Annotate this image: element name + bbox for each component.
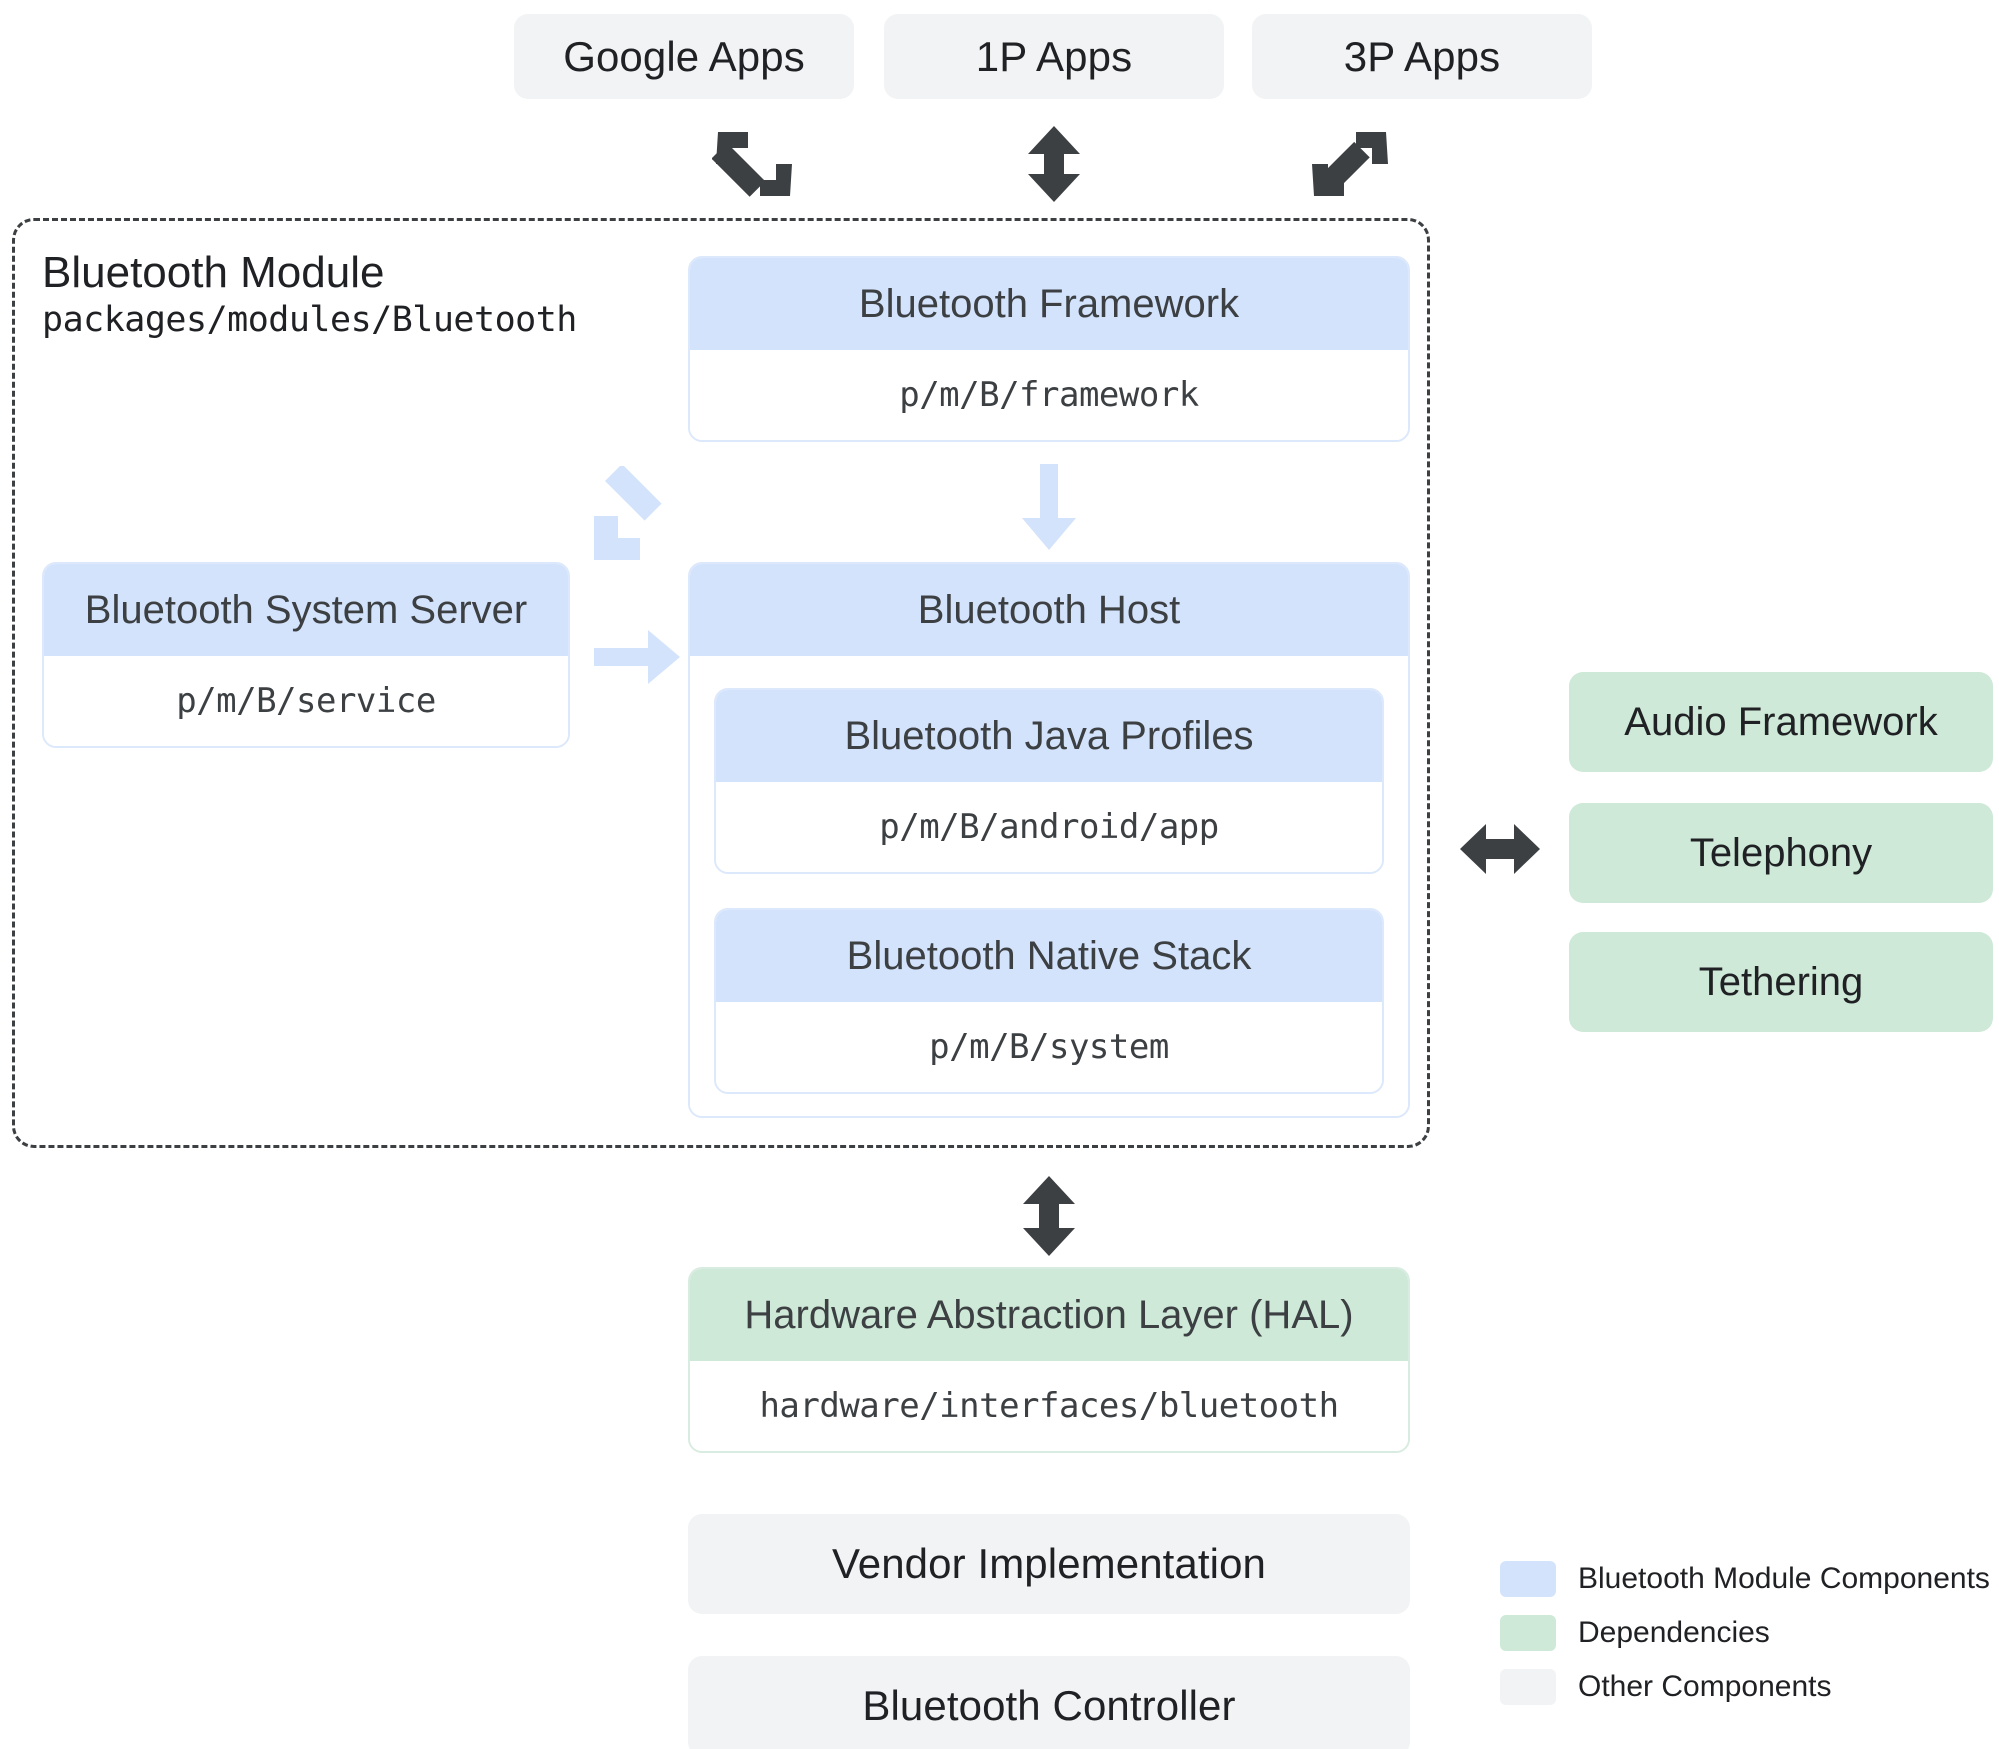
legend-item-dependencies: Dependencies xyxy=(1500,1606,1990,1660)
bluetooth-system-server-title: Bluetooth System Server xyxy=(84,587,528,632)
bluetooth-module-container xyxy=(12,218,1430,1148)
framework-to-system-server-arrow xyxy=(592,466,688,562)
legend-item-module-components: Bluetooth Module Components xyxy=(1500,1552,1990,1606)
legend-swatch-module-components xyxy=(1500,1561,1556,1597)
bluetooth-controller-box: Bluetooth Controller xyxy=(688,1656,1410,1749)
legend-swatch-other-components xyxy=(1500,1669,1556,1705)
first-party-apps-label: 1P Apps xyxy=(975,32,1133,80)
bluetooth-native-stack-title: Bluetooth Native Stack xyxy=(846,933,1252,978)
bluetooth-system-server-card: Bluetooth System Server p/m/B/service xyxy=(42,562,570,748)
hal-card: Hardware Abstraction Layer (HAL) hardwar… xyxy=(688,1267,1410,1453)
hal-title: Hardware Abstraction Layer (HAL) xyxy=(744,1292,1354,1337)
legend-label-other-components: Other Components xyxy=(1578,1670,1832,1703)
third-party-apps-box: 3P Apps xyxy=(1252,14,1592,99)
bluetooth-native-stack-header: Bluetooth Native Stack xyxy=(716,910,1382,1002)
legend-swatch-dependencies xyxy=(1500,1615,1556,1651)
bluetooth-native-stack-path: p/m/B/system xyxy=(716,1002,1382,1092)
google-apps-box: Google Apps xyxy=(514,14,854,99)
bluetooth-host-title: Bluetooth Host xyxy=(917,587,1181,632)
bluetooth-java-profiles-card: Bluetooth Java Profiles p/m/B/android/ap… xyxy=(714,688,1384,874)
legend-label-dependencies: Dependencies xyxy=(1578,1616,1770,1649)
tethering-label: Tethering xyxy=(1698,959,1864,1004)
bluetooth-host-header: Bluetooth Host xyxy=(690,564,1408,656)
module-to-dependencies-arrow xyxy=(1460,822,1540,876)
framework-to-host-arrow xyxy=(1022,464,1076,550)
tethering-box: Tethering xyxy=(1569,932,1993,1032)
google-apps-label: Google Apps xyxy=(563,32,805,80)
vendor-implementation-box: Vendor Implementation xyxy=(688,1514,1410,1614)
google-apps-arrow xyxy=(712,128,796,200)
bluetooth-native-stack-card: Bluetooth Native Stack p/m/B/system xyxy=(714,908,1384,1094)
bluetooth-java-profiles-header: Bluetooth Java Profiles xyxy=(716,690,1382,782)
vendor-implementation-label: Vendor Implementation xyxy=(831,1540,1267,1587)
host-to-hal-arrow xyxy=(1023,1176,1075,1256)
bluetooth-framework-card: Bluetooth Framework p/m/B/framework xyxy=(688,256,1410,442)
bluetooth-system-server-path: p/m/B/service xyxy=(44,656,568,746)
hal-path: hardware/interfaces/bluetooth xyxy=(690,1361,1408,1451)
bluetooth-controller-label: Bluetooth Controller xyxy=(862,1682,1236,1729)
third-party-apps-arrow xyxy=(1308,128,1392,200)
audio-framework-label: Audio Framework xyxy=(1624,699,1938,744)
legend: Bluetooth Module Components Dependencies… xyxy=(1500,1552,1990,1714)
first-party-apps-arrow xyxy=(1028,126,1080,202)
first-party-apps-box: 1P Apps xyxy=(884,14,1224,99)
bluetooth-java-profiles-title: Bluetooth Java Profiles xyxy=(844,713,1254,758)
bluetooth-java-profiles-path: p/m/B/android/app xyxy=(716,782,1382,872)
audio-framework-box: Audio Framework xyxy=(1569,672,1993,772)
bluetooth-module-path: packages/modules/Bluetooth xyxy=(42,300,577,340)
bluetooth-module-title: Bluetooth Module xyxy=(42,248,385,297)
telephony-label: Telephony xyxy=(1689,830,1873,875)
bluetooth-framework-header: Bluetooth Framework xyxy=(690,258,1408,350)
bluetooth-system-server-header: Bluetooth System Server xyxy=(44,564,568,656)
bluetooth-framework-path: p/m/B/framework xyxy=(690,350,1408,440)
bluetooth-framework-title: Bluetooth Framework xyxy=(858,281,1240,326)
third-party-apps-label: 3P Apps xyxy=(1343,32,1501,80)
system-server-to-host-arrow xyxy=(594,630,680,684)
telephony-box: Telephony xyxy=(1569,803,1993,903)
hal-header: Hardware Abstraction Layer (HAL) xyxy=(690,1269,1408,1361)
legend-item-other-components: Other Components xyxy=(1500,1660,1990,1714)
legend-label-module-components: Bluetooth Module Components xyxy=(1578,1562,1990,1595)
